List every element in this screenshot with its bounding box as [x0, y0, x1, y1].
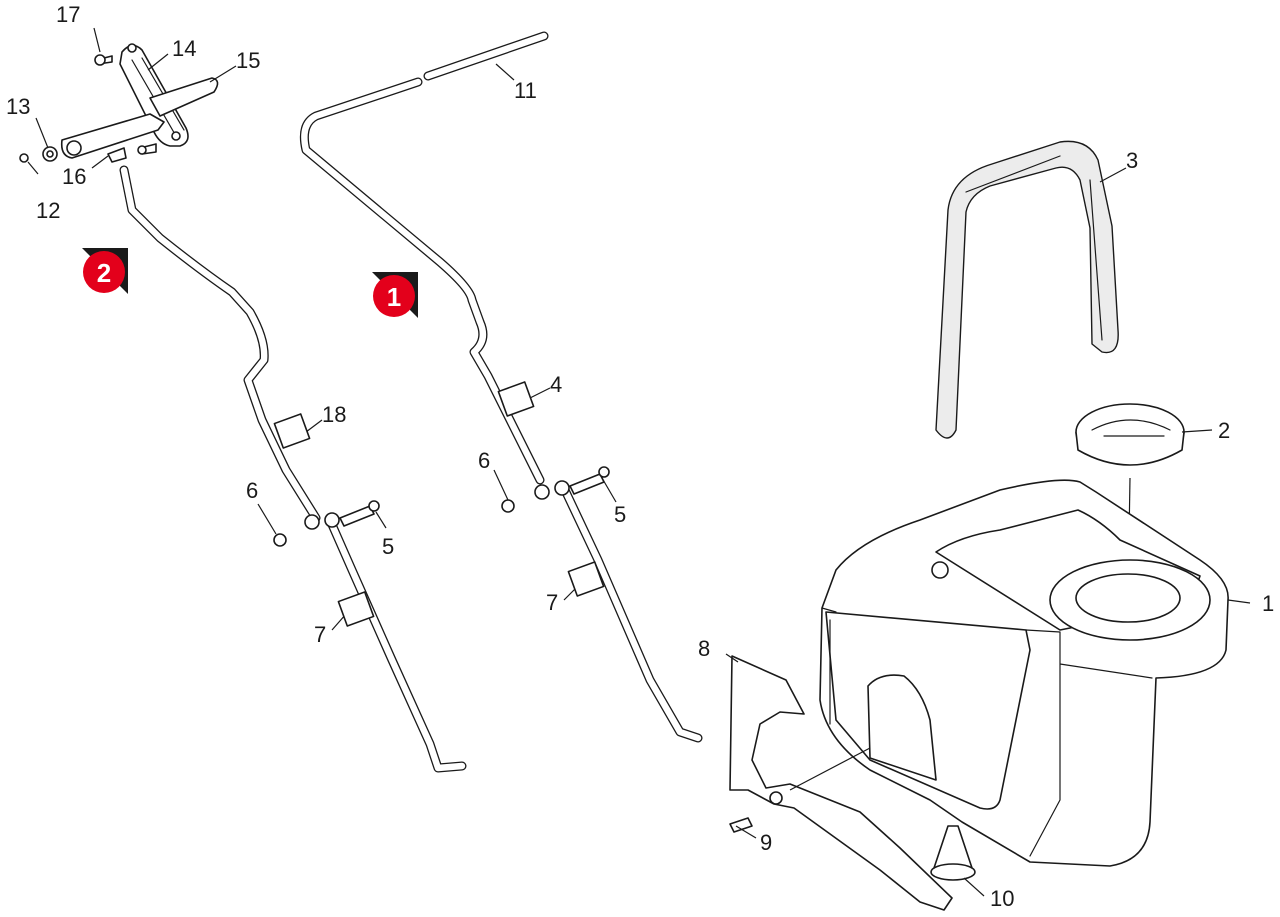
callout-7-right: 7: [546, 590, 558, 615]
callout-13: 13: [6, 94, 30, 119]
callout-10: 10: [990, 886, 1014, 911]
callout-2: 2: [1218, 418, 1230, 443]
handle-bar-part-3: [935, 140, 1119, 439]
callout-6-right: 6: [478, 448, 490, 473]
rod-label-tags: [273, 381, 605, 627]
handle-rod-part-11: [299, 31, 703, 743]
control-lever-part-14-15: [60, 43, 219, 159]
deflector-part-8: [729, 655, 953, 911]
callout-16: 16: [62, 164, 86, 189]
callout-15: 15: [236, 48, 260, 73]
callout-6-left: 6: [246, 478, 258, 503]
callout-9: 9: [760, 830, 772, 855]
deflector-axis-line: [789, 747, 871, 791]
assembly-badge-1: 1: [372, 272, 418, 318]
callout-18: 18: [322, 402, 346, 427]
cap-part-2: [1075, 403, 1185, 466]
handle-rod-assembly-2: [119, 165, 467, 773]
callout-11: 11: [514, 78, 537, 103]
callout-5-right: 5: [614, 502, 626, 527]
callout-7-left: 7: [314, 622, 326, 647]
assembly-badge-2: 2: [82, 248, 128, 294]
callout-8: 8: [698, 636, 710, 661]
plug-part-10: [930, 825, 976, 881]
fasteners-5-6: [273, 466, 610, 547]
badge-1-text: 1: [387, 282, 401, 312]
callout-12: 12: [36, 198, 60, 223]
fasteners-12-13-16-17: [19, 54, 157, 163]
tank-body-part-1: [819, 479, 1229, 867]
callout-4: 4: [550, 372, 562, 397]
callout-3: 3: [1126, 148, 1138, 173]
callout-1: 1: [1262, 591, 1274, 616]
badge-2-text: 2: [97, 258, 111, 288]
callout-14: 14: [172, 36, 196, 61]
callout-5-left: 5: [382, 534, 394, 559]
callout-17: 17: [56, 2, 80, 27]
callouts: 1 2 3 4 5 6 7 8 9 10 11 12 13 14 15 16 1…: [6, 2, 1274, 911]
